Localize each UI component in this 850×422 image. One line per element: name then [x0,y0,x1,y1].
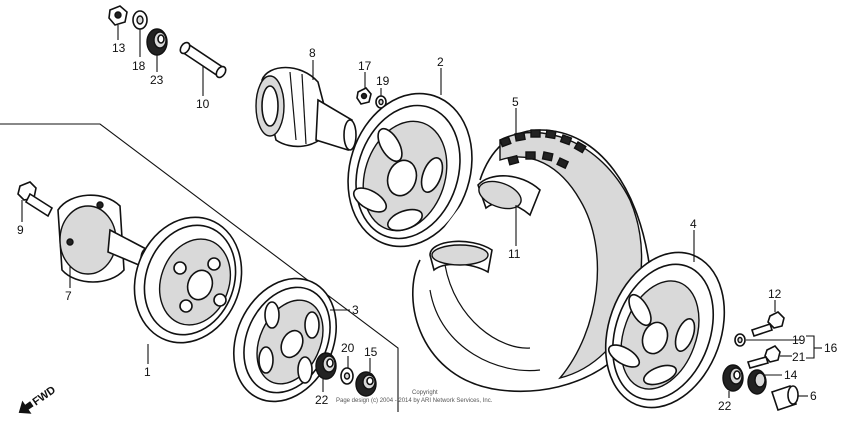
washer-part-20[interactable] [340,367,354,385]
wheel-half-part-1[interactable] [117,202,259,358]
washer-part-18[interactable] [132,10,148,30]
callout-12: 12 [768,287,782,301]
spacer-tube-part-10[interactable] [178,41,227,79]
callout-5: 5 [512,95,519,109]
bolt-part-21[interactable] [746,345,781,369]
callout-9: 9 [17,223,24,237]
copyright-line-1: Copyright [412,390,438,396]
collar-part-14[interactable] [747,369,767,395]
hub-part-7[interactable] [57,194,152,283]
wheel-half-part-3[interactable] [214,262,355,419]
bolt-part-9[interactable] [17,181,54,218]
wheel-half-part-4[interactable] [585,236,745,422]
nut-part-17[interactable] [356,87,372,105]
callout-13: 13 [112,41,126,55]
copyright-line-2: Page design (c) 2004 - 2014 by ARI Netwo… [336,398,493,404]
callout-14: 14 [784,368,798,382]
bearing-part-22-left[interactable] [315,352,337,380]
callout-1: 1 [144,365,151,379]
callout-16: 16 [824,341,838,355]
fwd-label: FWD [31,384,58,408]
callout-7: 7 [65,289,72,303]
bearing-part-15[interactable] [355,371,377,397]
callout-6: 6 [810,389,817,403]
wheel-half-part-2[interactable] [329,77,491,262]
hub-part-8[interactable] [255,66,357,152]
callout-4: 4 [690,217,697,231]
washer-part-19-right[interactable] [734,333,746,347]
callout-20: 20 [341,341,355,355]
bearing-part-23[interactable] [146,28,168,56]
bolt-part-12[interactable] [750,311,785,338]
callout-8: 8 [309,46,316,60]
callout-19-top: 19 [376,74,390,88]
leader-lines [21,25,822,398]
callout-15: 15 [364,345,378,359]
callout-22-right: 22 [718,399,732,413]
callout-11: 11 [508,247,521,261]
callout-21: 21 [792,350,806,364]
bearing-part-22-right[interactable] [722,364,744,392]
nut-part-13[interactable] [108,5,128,26]
callout-23: 23 [150,73,164,87]
callout-18: 18 [132,59,146,73]
inner-tube-part-11[interactable] [429,175,541,274]
callout-2: 2 [437,55,444,69]
callout-17: 17 [358,59,372,73]
fwd-indicator: FWD [18,384,58,414]
fwd-arrow-icon [18,400,34,414]
tire-tread [499,129,587,170]
callout-22-left: 22 [315,393,329,407]
callout-10: 10 [196,97,210,111]
callout-19-right: 19 [792,333,806,347]
section-divider [0,123,399,412]
spacer-part-6[interactable] [770,384,799,412]
callout-3: 3 [352,303,359,317]
